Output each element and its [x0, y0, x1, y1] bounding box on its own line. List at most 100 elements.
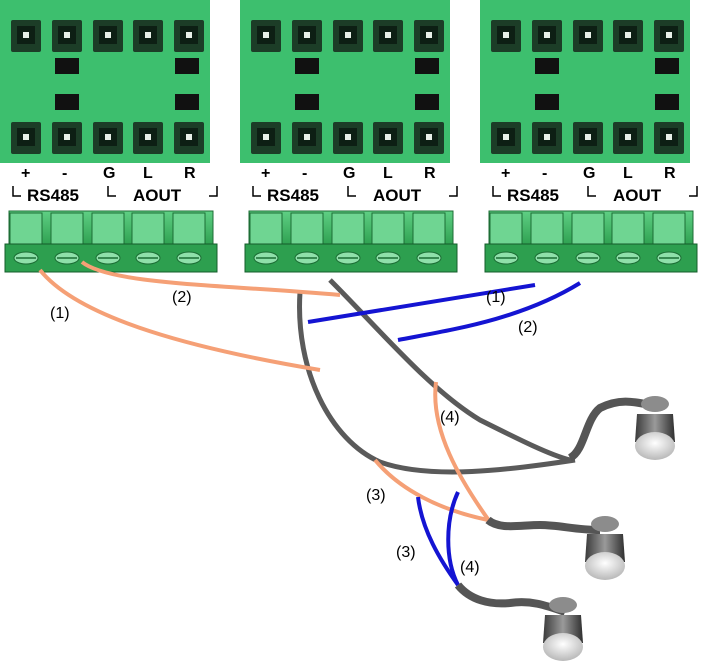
terminal-cell: [331, 212, 365, 245]
pin-label: G: [103, 165, 115, 182]
terminal-cell: [489, 212, 523, 245]
jumper-block: [535, 94, 559, 110]
socket-icon: [654, 122, 684, 154]
jumper-block: [295, 94, 319, 110]
pin-label: G: [343, 165, 355, 182]
jumper-block: [655, 58, 679, 74]
orange-wire-2: [80, 260, 341, 297]
blue-wire-3-label: (3): [396, 544, 416, 561]
jumper-block: [175, 58, 199, 74]
socket-icon: [613, 20, 643, 52]
socket-icon: [52, 122, 82, 154]
terminal-cell: [611, 212, 645, 245]
rs485-label: RS485: [507, 186, 559, 205]
pin-label: R: [184, 165, 196, 182]
socket-icon: [491, 122, 521, 154]
bracket: [689, 186, 698, 197]
gray-cable-b: [328, 278, 571, 463]
bracket: [107, 186, 116, 197]
terminal-cell: [172, 212, 206, 245]
blue-wire-1: [307, 283, 536, 324]
socket-icon: [414, 122, 444, 154]
socket-icon: [11, 20, 41, 52]
orange-wire-1-label: (1): [50, 305, 70, 322]
bracket: [347, 186, 356, 197]
socket-icon: [133, 122, 163, 154]
socket-icon: [373, 122, 403, 154]
blue-wire-2: [397, 281, 582, 342]
orange-wire-3: [373, 458, 489, 522]
terminal-cell: [9, 212, 43, 245]
aout-label: AOUT: [133, 186, 182, 205]
pin-label: -: [542, 165, 547, 182]
aout-label: AOUT: [373, 186, 422, 205]
jumper-block: [55, 58, 79, 74]
bracket: [252, 186, 261, 197]
socket-icon: [491, 20, 521, 52]
pin-label: G: [583, 165, 595, 182]
terminal-cell: [371, 212, 405, 245]
terminal-cell: [131, 212, 165, 245]
socket-icon: [292, 20, 322, 52]
camera-3-icon: [543, 597, 583, 661]
jumper-block: [55, 94, 79, 110]
socket-icon: [414, 20, 444, 52]
pin-label: +: [261, 165, 270, 182]
bracket: [209, 186, 218, 197]
camera-1-icon: [635, 396, 675, 460]
orange-wire-3-label: (3): [366, 487, 386, 504]
jumper-block: [295, 58, 319, 74]
pin-label: L: [623, 165, 633, 182]
terminal-cell: [571, 212, 605, 245]
pin-label: R: [424, 165, 436, 182]
terminal-cell: [91, 212, 125, 245]
socket-icon: [373, 20, 403, 52]
socket-icon: [174, 20, 204, 52]
jumper-block: [415, 58, 439, 74]
terminal-cell: [412, 212, 446, 245]
blue-wire-1-label: (1): [486, 289, 506, 306]
orange-wire-4: [433, 381, 492, 524]
gray-cable-a: [297, 291, 576, 475]
pin-label: L: [143, 165, 153, 182]
bracket: [449, 186, 458, 197]
blue-wire-4: [446, 491, 460, 586]
wires: [38, 260, 651, 616]
socket-icon: [292, 122, 322, 154]
orange-wire-4-label: (4): [440, 409, 460, 426]
pin-label: L: [383, 165, 393, 182]
blue-wire-2-label: (2): [518, 319, 538, 336]
rs485-label: RS485: [267, 186, 319, 205]
socket-icon: [174, 122, 204, 154]
socket-icon: [133, 20, 163, 52]
bracket: [12, 186, 21, 197]
terminal-cell: [652, 212, 686, 245]
pin-label: +: [21, 165, 30, 182]
jumper-block: [415, 94, 439, 110]
socket-icon: [573, 20, 603, 52]
terminal-cell: [249, 212, 283, 245]
blue-wire-4-label: (4): [460, 559, 480, 576]
socket-icon: [93, 20, 123, 52]
socket-icon: [613, 122, 643, 154]
aout-label: AOUT: [613, 186, 662, 205]
camera-cable-1: [567, 397, 651, 462]
pin-label: -: [62, 165, 67, 182]
terminal-cell: [50, 212, 84, 245]
orange-wire-1: [38, 268, 321, 372]
socket-icon: [573, 122, 603, 154]
jumper-block: [535, 58, 559, 74]
jumper-block: [655, 94, 679, 110]
pin-label: +: [501, 165, 510, 182]
terminal-cell: [290, 212, 324, 245]
socket-icon: [11, 122, 41, 154]
camera-2-icon: [585, 516, 625, 580]
camera-cable-2: [485, 516, 601, 534]
bracket: [587, 186, 596, 197]
socket-icon: [532, 20, 562, 52]
terminal-cell: [530, 212, 564, 245]
socket-icon: [654, 20, 684, 52]
